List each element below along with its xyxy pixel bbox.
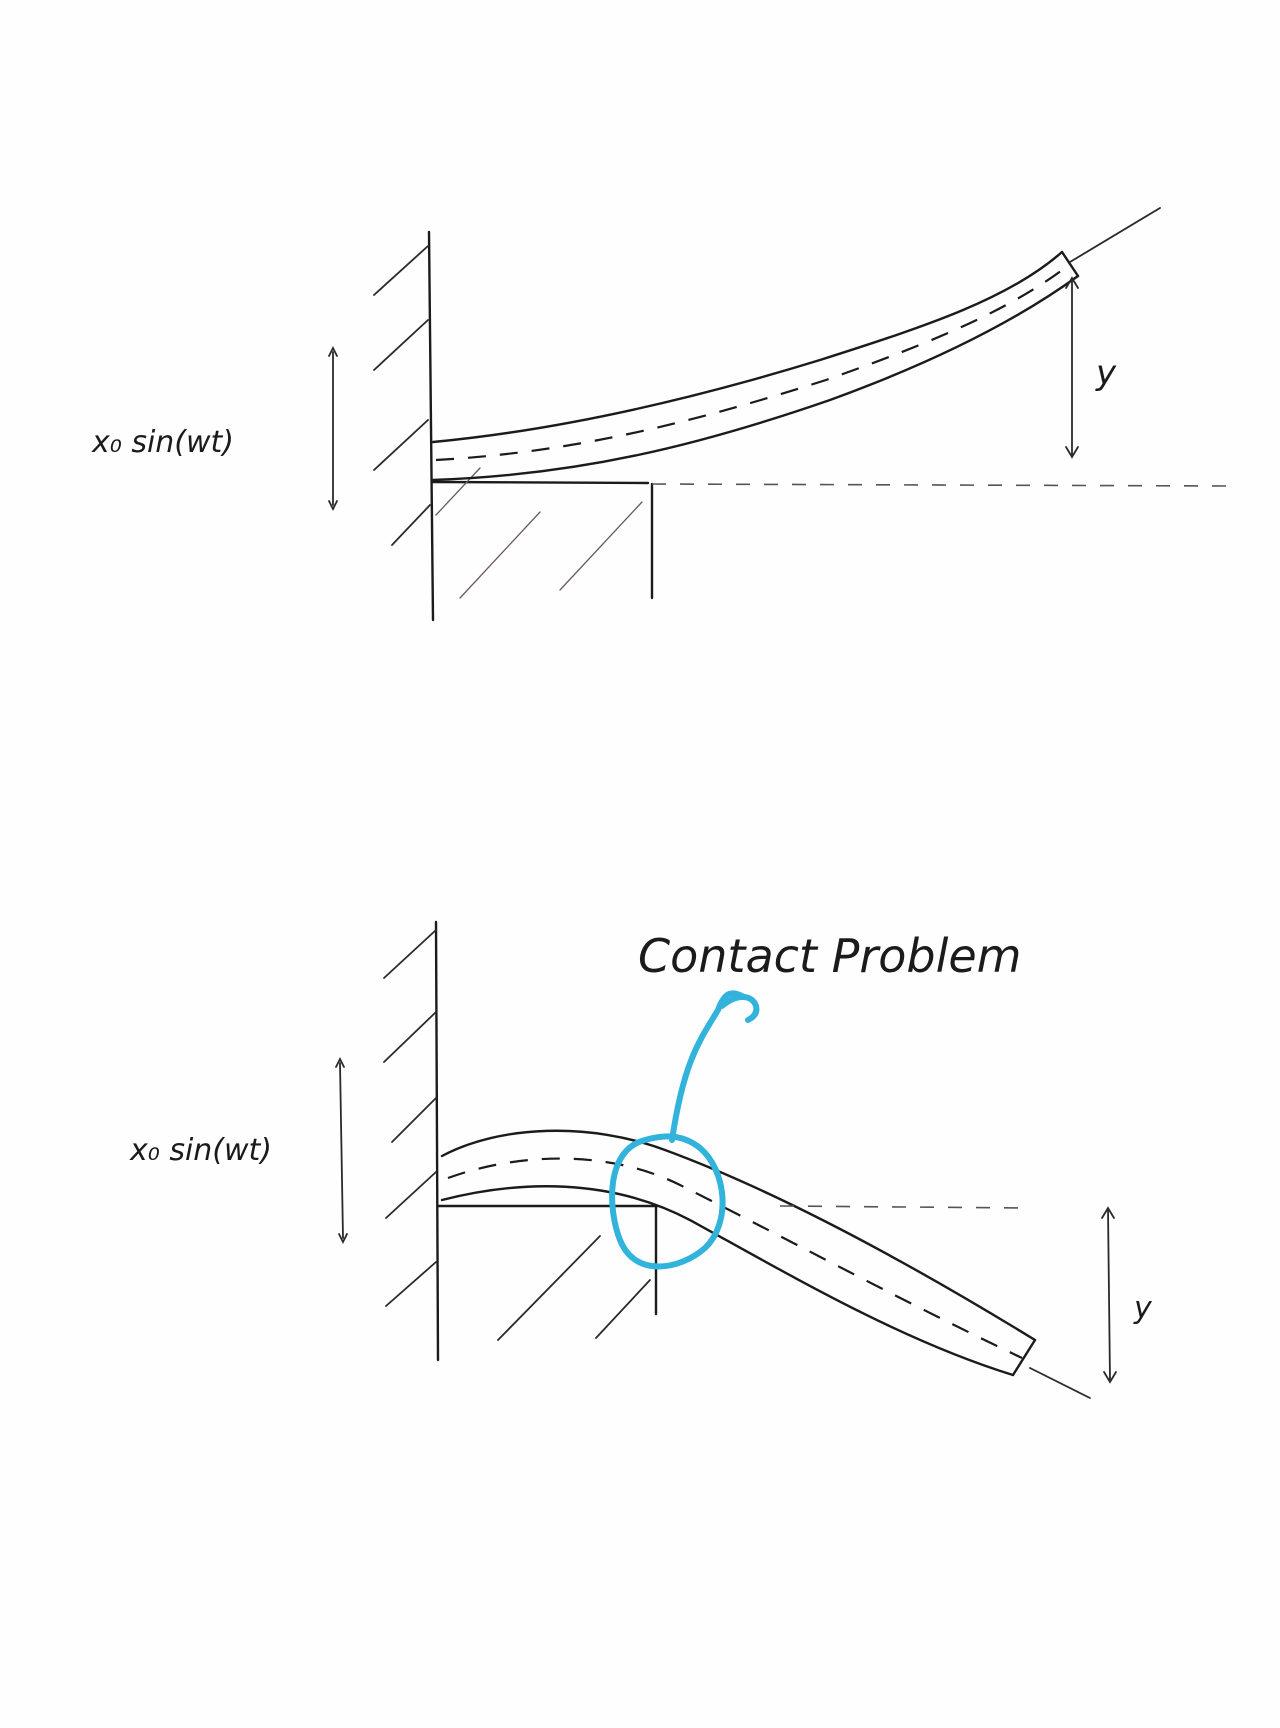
bottom-base-support: [436, 1204, 660, 1341]
bottom-deflection-label: y: [1133, 1291, 1153, 1326]
top-wall: [373, 230, 435, 622]
top-diagram: x₀ sin(wt) y: [91, 207, 1229, 622]
top-deflection-arrow: [1065, 276, 1079, 459]
top-excitation-arrow: [328, 345, 338, 512]
top-base-support: [431, 467, 654, 600]
bottom-deflection-arrow: [1101, 1206, 1117, 1384]
bottom-wall: [383, 920, 440, 1362]
bottom-excitation-label: x₀ sin(wt): [129, 1133, 272, 1168]
bottom-reference-line: [779, 1205, 1031, 1209]
contact-circle: [609, 1133, 726, 1270]
top-excitation-label: x₀ sin(wt): [91, 425, 234, 460]
contact-highlight: [609, 990, 760, 1270]
contact-problem-label: Contact Problem: [638, 929, 1021, 983]
top-reference-line: [651, 483, 1229, 487]
bottom-excitation-arrow: [335, 1056, 348, 1245]
bottom-diagram: x₀ sin(wt) y Contact Problem: [129, 920, 1153, 1399]
contact-arrow-head: [719, 994, 760, 1023]
top-deflection-label: y: [1095, 353, 1117, 393]
bottom-beam: [440, 1129, 1091, 1399]
contact-pointer-arrow: [669, 990, 745, 1143]
top-beam: [431, 207, 1161, 482]
